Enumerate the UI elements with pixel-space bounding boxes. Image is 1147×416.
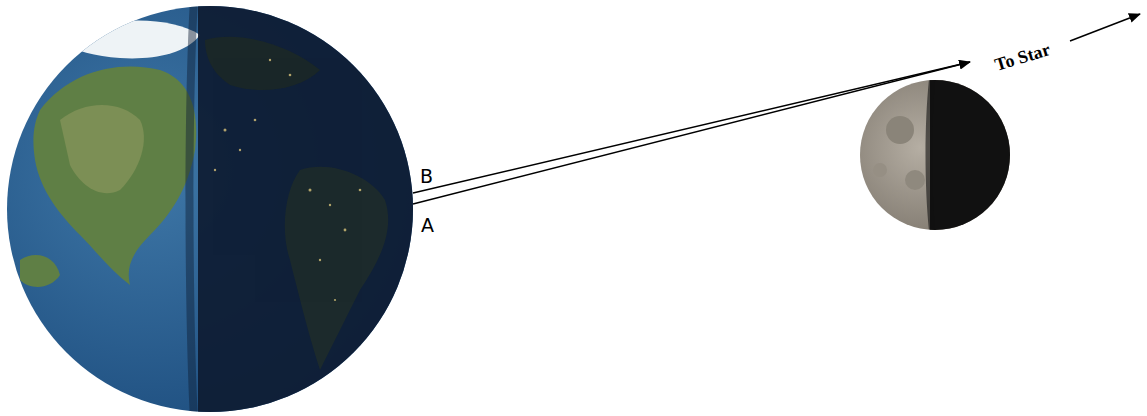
direction-arrow	[1070, 14, 1140, 41]
moon	[860, 70, 1020, 240]
point-label: A	[421, 216, 434, 235]
sight-line	[413, 62, 970, 204]
point-label: B	[420, 167, 433, 186]
earth	[7, 0, 428, 416]
sight-line	[413, 62, 970, 193]
direction-label: To Star	[993, 40, 1053, 74]
